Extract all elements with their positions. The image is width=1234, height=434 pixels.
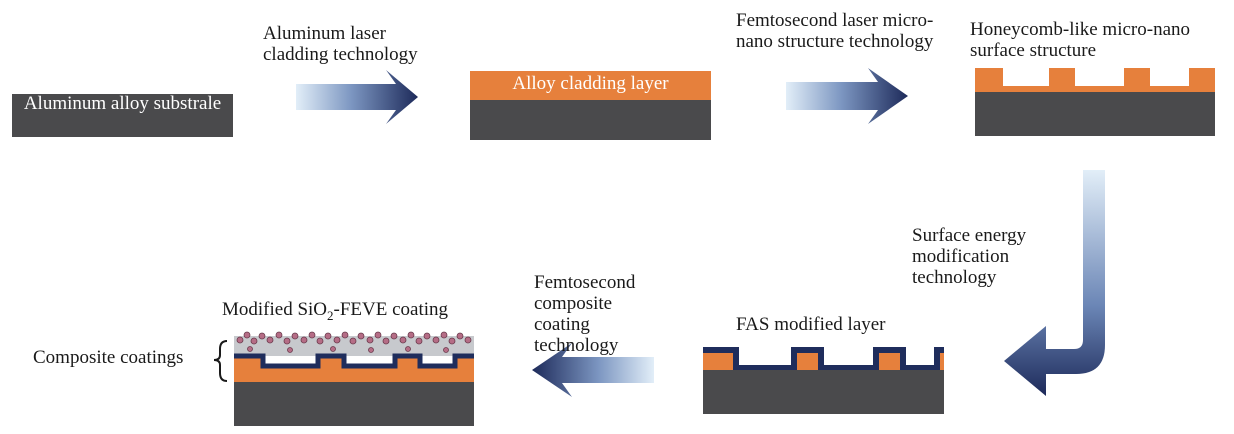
coating-fill <box>234 336 474 356</box>
femto-laser-tech-label: Femtosecond laser micro-nano structure t… <box>736 10 934 52</box>
laser-cladding-tech-label: Aluminum laser cladding technology <box>263 23 418 65</box>
arrow-left-4 <box>532 343 654 397</box>
fas-layer-label: FAS modified layer <box>736 314 886 335</box>
modified-coating-prefix: Modified SiO <box>222 299 328 320</box>
modified-coating-label: Modified SiO2-FEVE coating <box>222 299 448 326</box>
honeycomb-label: Honeycomb-like micro-nano surface struct… <box>970 19 1191 61</box>
substrate-block-4 <box>703 370 944 414</box>
substrate-block-2 <box>470 100 711 140</box>
arrow-right-2 <box>786 68 908 124</box>
cladding-layer-5 <box>234 356 474 382</box>
composite-bracket <box>213 340 228 382</box>
cladding-layer-2 <box>470 71 711 100</box>
honeycomb-structure-3 <box>975 68 1215 92</box>
substrate-label: Aluminum alloy substrale <box>23 93 222 114</box>
substrate-block-5 <box>234 382 474 426</box>
cladding-layer-4 <box>703 348 944 370</box>
substrate-block-1 <box>12 94 233 137</box>
fas-modified-layer <box>703 347 944 371</box>
cladding-layer-label: Alloy cladding layer <box>512 73 669 94</box>
substrate-block-3 <box>975 92 1215 136</box>
arrow-right-1 <box>296 70 418 124</box>
modified-coating-subscript: 2 <box>327 307 334 323</box>
modified-coating-suffix: -FEVE coating <box>333 299 449 320</box>
composite-coatings-label: Composite coatings <box>33 347 184 368</box>
curved-arrow-down-left <box>1004 170 1105 396</box>
fas-layer-5 <box>234 353 474 369</box>
surface-energy-tech-label: Surface energy modification technology <box>912 225 1027 288</box>
femto-composite-tech-label: Femtosecond composite coating technology <box>534 272 636 356</box>
sio2-particles <box>236 331 472 353</box>
